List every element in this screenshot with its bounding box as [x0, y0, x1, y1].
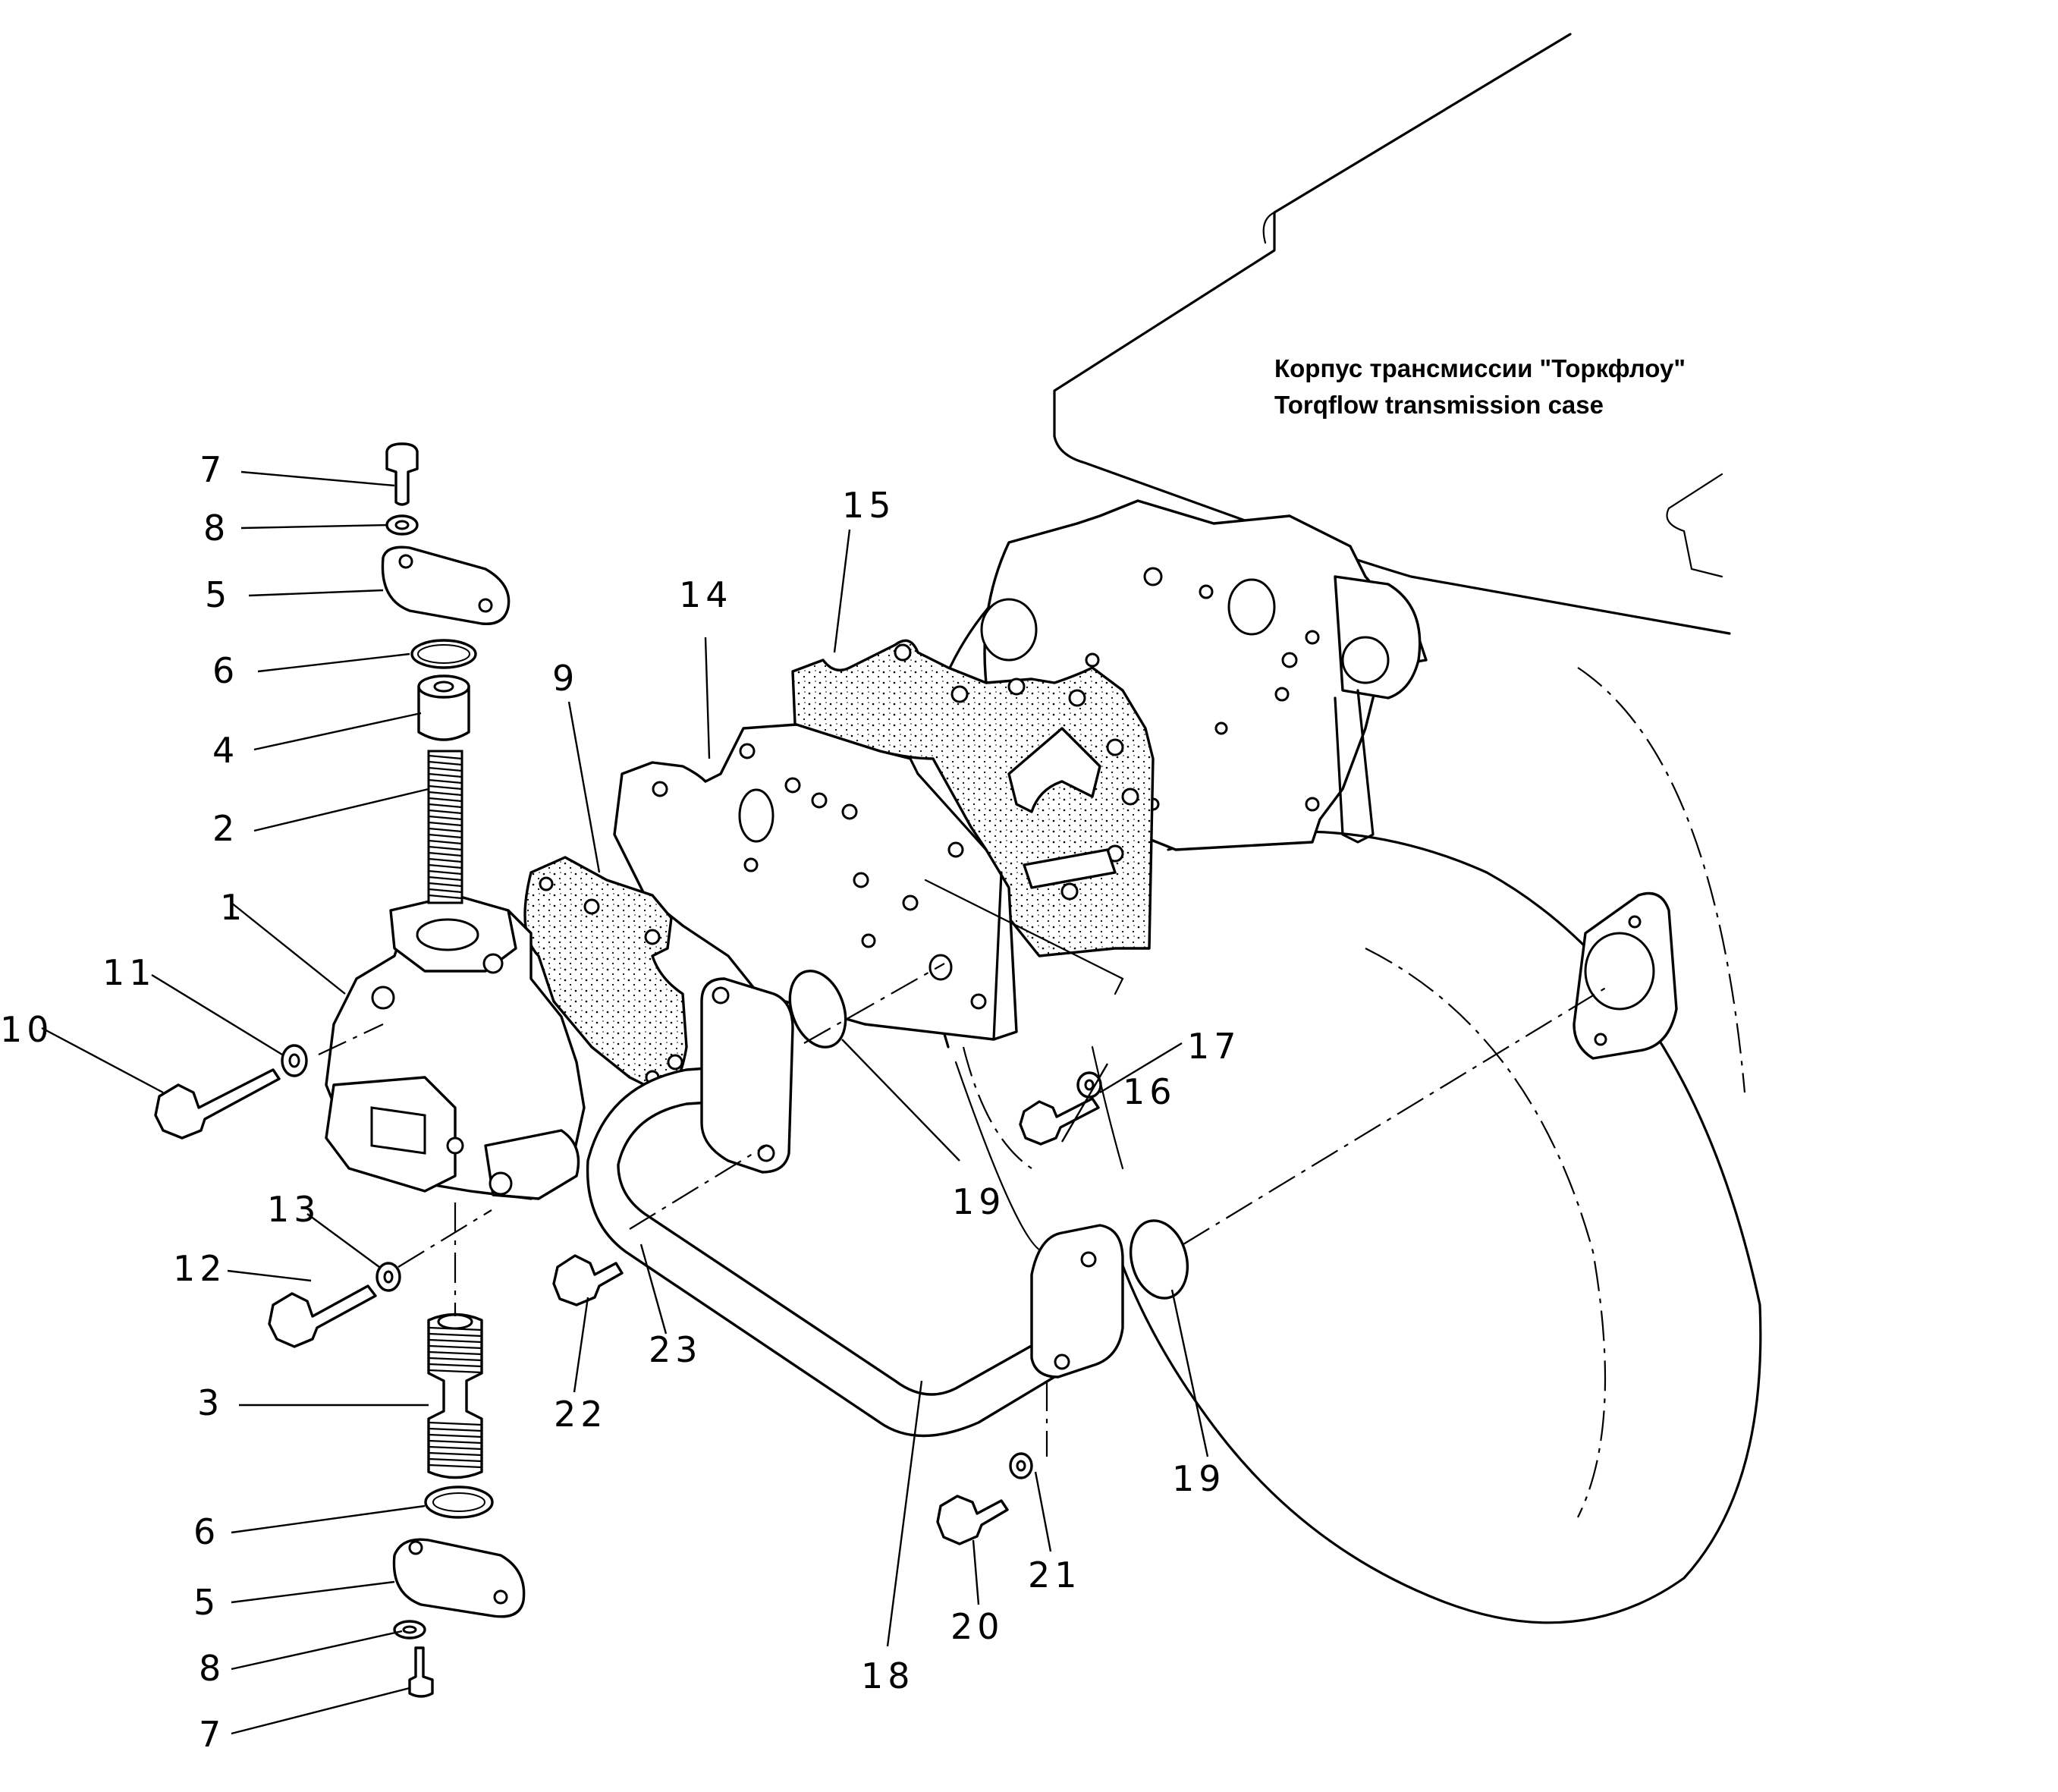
part-4-sleeve [417, 674, 470, 741]
label-3: 3 [197, 1382, 224, 1423]
label-18: 18 [861, 1655, 915, 1696]
part-9-gasket [523, 856, 688, 1094]
label-13: 13 [267, 1189, 321, 1230]
label-8-top: 8 [203, 508, 230, 549]
label-8-bottom: 8 [199, 1648, 225, 1689]
part-8-washer-top [385, 514, 419, 536]
part-1-valve-body [325, 894, 586, 1200]
part-labels: 7 8 5 6 4 2 1 11 10 13 12 3 6 5 8 7 9 14… [0, 449, 1241, 1755]
part-16-bolt [1019, 1097, 1100, 1146]
label-22: 22 [554, 1394, 608, 1435]
part-7-bolt-top [385, 442, 419, 506]
label-16: 16 [1123, 1071, 1177, 1112]
label-6-top: 6 [212, 650, 239, 691]
caption: Корпус трансмиссии "Торкфлоу" Torqflow t… [1274, 354, 1686, 419]
part-8-washer-bottom [393, 1620, 426, 1640]
part-19-oring-lower [1130, 1219, 1189, 1300]
part-14-housing [613, 723, 1018, 1041]
caption-english: Torqflow transmission case [1274, 391, 1604, 419]
part-22-bolt [552, 1254, 624, 1306]
label-4: 4 [212, 730, 239, 771]
label-5-top: 5 [205, 574, 231, 615]
label-7-top: 7 [200, 449, 226, 490]
part-20-bolt [936, 1495, 1009, 1545]
label-21: 21 [1028, 1555, 1082, 1596]
part-15-gasket [791, 639, 1155, 957]
label-5-bottom: 5 [193, 1582, 220, 1623]
part-7-bolt-bottom [408, 1646, 434, 1698]
case-port-flange [1573, 891, 1678, 1060]
part-17-washer [1076, 1071, 1102, 1099]
part-10-bolt [154, 1068, 281, 1140]
part-2-spring [427, 750, 463, 904]
label-9: 9 [552, 658, 579, 699]
part-6-oring-bottom [424, 1485, 494, 1519]
caption-russian: Корпус трансмиссии "Торкфлоу" [1274, 354, 1686, 382]
part-6-oring-top [410, 639, 477, 669]
label-12: 12 [173, 1248, 227, 1289]
part-5-cover-bottom [392, 1538, 526, 1618]
label-20: 20 [950, 1606, 1004, 1647]
label-10: 10 [0, 1009, 54, 1050]
part-13-washer [375, 1262, 401, 1292]
center-lines [318, 879, 1609, 1457]
label-19-lower: 19 [1172, 1458, 1226, 1499]
label-14: 14 [679, 574, 733, 615]
part-21-washer [1009, 1452, 1033, 1479]
label-1: 1 [220, 887, 247, 928]
label-2: 2 [212, 808, 239, 849]
label-7-bottom: 7 [199, 1714, 225, 1755]
label-15: 15 [842, 485, 896, 526]
part-3-plunger [427, 1313, 483, 1479]
part-18-pipe [586, 977, 1124, 1438]
label-23: 23 [649, 1329, 702, 1370]
label-11: 11 [102, 952, 156, 993]
leader-lines [41, 470, 1209, 1735]
part-12-bolt [268, 1284, 377, 1348]
label-19-upper: 19 [952, 1181, 1006, 1222]
part-11-washer [281, 1044, 308, 1077]
label-6-bottom: 6 [193, 1511, 220, 1552]
part-19-oring-upper [788, 970, 847, 1048]
label-17: 17 [1187, 1026, 1241, 1067]
part-5-cover-top [381, 545, 511, 626]
